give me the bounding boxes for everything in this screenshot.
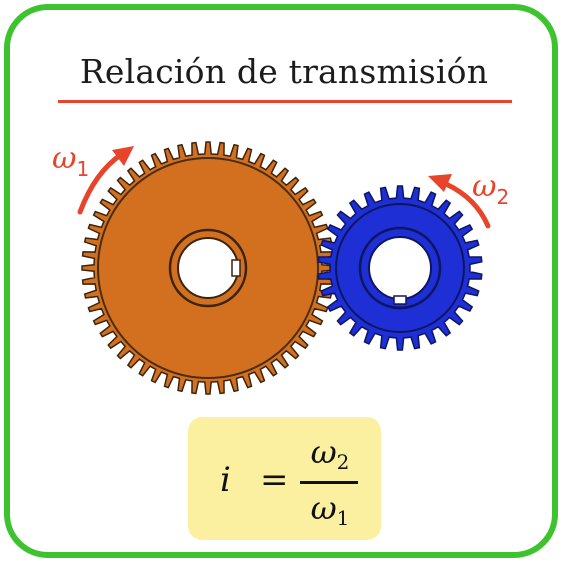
large-gear-keyway bbox=[231, 259, 241, 277]
large-gear-hub-ring bbox=[168, 228, 248, 308]
omega1-label: ω1 bbox=[52, 141, 89, 181]
formula-box: i = ω2 ω1 bbox=[188, 417, 381, 540]
formula-equals: = bbox=[260, 460, 289, 500]
small-gear-ring bbox=[335, 203, 465, 333]
large-gear bbox=[81, 141, 335, 395]
large-gear-ring bbox=[97, 157, 319, 379]
small-gear-keyway bbox=[393, 295, 407, 305]
title-underline bbox=[58, 100, 512, 103]
diagram-title: Relación de transmisión bbox=[79, 52, 489, 91]
large-gear-bore bbox=[177, 237, 239, 299]
formula-denominator: ω1 bbox=[310, 489, 350, 530]
omega1-arrow bbox=[77, 146, 134, 215]
transmission-formula: i = ω2 ω1 bbox=[188, 417, 381, 540]
formula-numerator: ω2 bbox=[310, 433, 350, 474]
fraction-bar bbox=[300, 481, 358, 484]
small-gear bbox=[317, 185, 483, 351]
omega2-arrow bbox=[428, 174, 491, 229]
formula-lhs: i bbox=[220, 460, 231, 500]
small-gear-bore bbox=[368, 236, 432, 300]
omega2-label: ω2 bbox=[472, 169, 509, 209]
small-gear-hub-ring bbox=[358, 226, 442, 310]
